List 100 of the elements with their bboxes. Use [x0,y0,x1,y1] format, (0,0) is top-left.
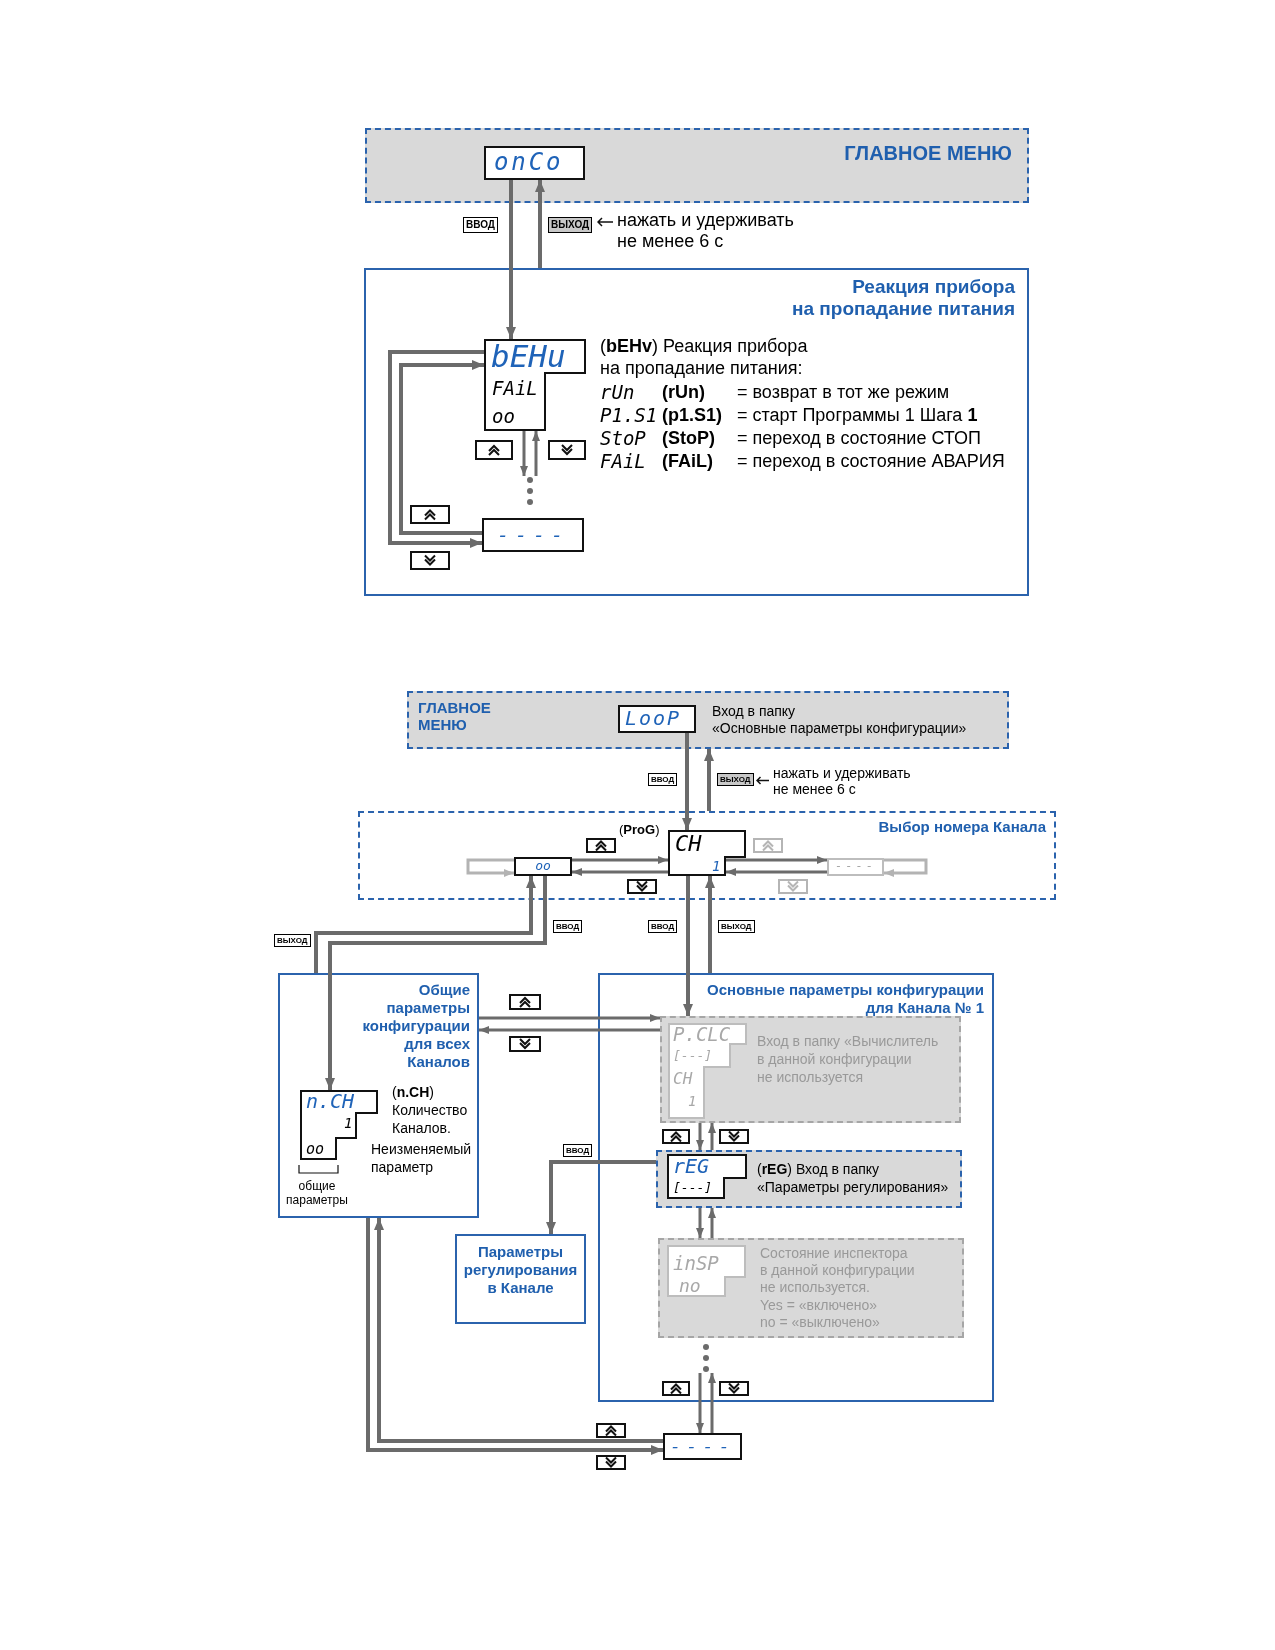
arrow [696,1373,704,1433]
description-text: (rEG) Вход в папку «Параметры регулирования» [757,1160,950,1196]
parameter-group [656,1150,962,1208]
arrow [682,733,692,830]
arrow [696,1123,704,1150]
arrow [399,360,484,535]
display-value: CH [673,1069,693,1088]
note-text: Вход в папку «Основные параметры конфигурации» [712,703,968,737]
display-code: rEG [673,1155,710,1177]
display-code: n.CH [306,1090,355,1113]
key-label: ВЫХОД [717,773,754,786]
arrow [696,1208,704,1238]
key-label: ВЫХОД [548,217,593,233]
display-value: [---] [673,1180,713,1196]
description-text: Вход в папку «Вычислитель в данной конфигурации не используется [757,1032,940,1086]
loop-arrow [466,858,514,877]
display-value: no [679,1276,701,1296]
display-value: oo [492,405,515,427]
display-value: [---] [673,1047,713,1064]
panel-title: Выбор номера Канала [877,818,1046,836]
display-code: onCo [494,148,564,176]
display-code: LooP [625,706,682,730]
value-description: = переход в состояние СТОП [737,427,981,449]
parameter-group [658,1238,964,1338]
arrow [708,1208,716,1238]
display-box [667,1245,746,1297]
display-code: P.CLC [673,1023,731,1045]
segment-code: StoP [600,427,646,449]
description-text: no = «выключено» [760,1314,881,1331]
note-text: общие параметры [285,1179,349,1207]
arrow [726,868,827,876]
parameter-group [660,1016,961,1123]
segment-code: rUn [600,381,635,403]
panel-title: ГЛАВНОЕ МЕНЮ [418,699,492,733]
panel-title: Реакция прибора на пропадание питания [791,276,1015,320]
value-description: = переход в состояние АВАРИЯ [737,450,1005,472]
key-label: ВВОД [553,920,583,933]
description-text: (bEHv) Реакция прибора на пропадание питания: [600,335,809,379]
display-value: 1 [712,858,721,874]
description-text: (n.CH) Количество Каналов. [392,1083,469,1137]
display-value: 1 [688,1093,697,1110]
panel-title: Основные параметры конфигурации для Канала № 1 [706,981,984,1017]
value-description: = возврат в тот же режим [737,381,950,403]
section-panel [364,268,1029,596]
key-label: ВВОД [648,920,678,933]
parameter-code: (FAiL) [662,450,713,472]
loop-arrow [884,858,928,877]
display-code: ---- [834,858,877,875]
display-box [514,857,572,876]
menu-band [365,128,1029,203]
value-description: = старт Программы 1 Шага 1 [737,404,978,426]
note-text: Неизменяемый параметр [371,1140,473,1176]
segment-code: P1.S1 [600,404,658,426]
arrow [705,876,715,973]
panel-title: Общие параметры конфигурации для всех Каналов [361,981,470,1071]
arrow [479,1026,660,1034]
key-label: ВВОД [563,1144,593,1157]
parameter-code: (p1.S1) [662,404,722,426]
note-text: нажать и удерживать не менее 6 с [773,765,912,797]
arrow [708,1373,716,1433]
arrow [546,1160,656,1234]
display-box [484,146,585,180]
key-label: ВВОД [463,217,498,233]
arrow [325,876,547,1090]
key-label: ВЫХОД [718,920,755,933]
section-panel [278,973,479,1218]
display-code: ---- [669,1435,736,1457]
display-code: oo [534,857,552,875]
arrow [479,1014,660,1022]
arrow [572,856,668,864]
display-box [668,1023,747,1119]
display-box [667,1154,747,1199]
note-text: (ProG) [619,822,660,838]
description-text: Yes = «включено» [760,1297,879,1314]
section-panel [455,1234,586,1324]
display-value: oo [306,1140,325,1158]
display-box [663,1433,742,1460]
display-box [827,858,884,876]
arrow [572,868,668,876]
display-box [618,705,696,733]
display-box [484,339,586,431]
section-panel [598,973,994,1402]
display-code: bEHu [491,339,566,373]
parameter-code: (rUn) [662,381,705,403]
key-label: ВЫХОД [274,934,311,947]
arrow [708,1123,716,1150]
display-code: ---- [495,523,571,547]
arrow [535,180,545,268]
arrow [314,876,536,973]
display-box [482,518,584,552]
dashed-panel [358,811,1056,900]
note-text: нажать и удерживать не менее 6 с [617,210,795,252]
description-text: Состояние инспектора в данной конфигурации не используется. [760,1245,916,1296]
panel-title: ГЛАВНОЕ МЕНЮ [843,141,1012,165]
arrow [726,856,827,864]
display-value: 1 [344,1115,353,1132]
arrow [520,431,528,476]
arrow [532,431,540,476]
display-box [668,830,746,876]
display-value: FAiL [492,377,538,399]
